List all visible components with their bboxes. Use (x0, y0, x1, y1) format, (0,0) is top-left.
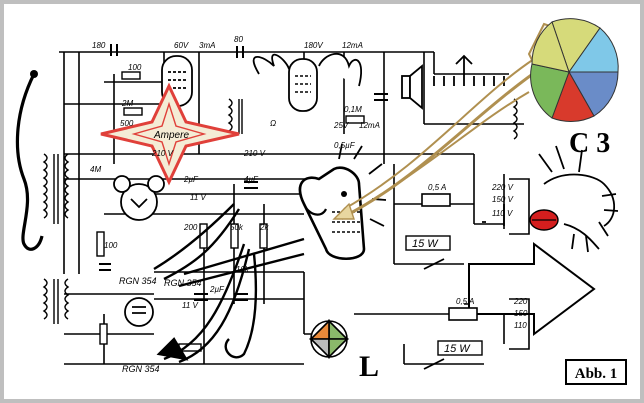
power-label-frame-0 (405, 235, 451, 251)
schematic.component_labels-7: 2M (121, 99, 133, 108)
capacitor-group (99, 44, 388, 301)
schematic.power_labels-1: 15 W (444, 343, 471, 355)
speaker-symbol (401, 64, 423, 110)
big-right-arrow (468, 242, 596, 336)
schematic.component_labels-1: 60V (174, 41, 189, 50)
schematic.component_labels-10: 210 V (151, 149, 174, 158)
schematic.component_labels-9: 4M (90, 165, 101, 174)
voltage-taps (509, 178, 530, 350)
schematic.component_labels-31: 220 (513, 297, 528, 306)
schematic.component_labels-3: 80 (234, 35, 243, 44)
circuit-schematic: Ampere (15, 18, 619, 383)
schematic.component_labels-23: 10k (236, 265, 250, 274)
schematic.component_labels-22: 2k (259, 223, 269, 232)
schematic.component_labels-5: 12mA (342, 41, 363, 50)
schematic.component_labels-29: 110 V (492, 209, 513, 218)
component-labels: 180 60V 3mA 80 180V 12mA 100 2M 500 4M 210 V 210 V 0… (90, 35, 528, 330)
schematic.component_labels-17: 2µF (183, 175, 199, 184)
scribble-heads (153, 203, 305, 364)
transformer-coils (42, 98, 518, 324)
star-caption: Ampere (153, 130, 189, 141)
schematic.component_labels-2: 3mA (199, 41, 215, 50)
horn-end-spout (332, 202, 355, 220)
indicator-lamp (309, 319, 349, 359)
power-labels: 15 W 15 W (405, 235, 483, 356)
input-cable (15, 73, 44, 251)
schematic.component_labels-18: 100 (104, 241, 118, 250)
annotation-c3: C 3 (569, 128, 610, 159)
cable-plug-top (30, 70, 38, 78)
schematic.component_labels-19: 11 V (190, 193, 207, 202)
schematic.component_labels-8: 500 (120, 119, 134, 128)
schematic.component_labels-14: 12mA (359, 121, 380, 130)
hand-drawing (538, 145, 619, 253)
color-pie-wheel (530, 18, 619, 122)
schematic.component_labels-20: 200 (183, 223, 198, 232)
tube-character-head (298, 143, 387, 261)
schematic.component_labels-30: 0,5 A (456, 297, 474, 306)
schematic.component_labels-33: 110 (514, 321, 527, 330)
switch-symbols (423, 204, 505, 370)
tube-bottom-left (124, 297, 154, 327)
ampere-star: Ampere (100, 82, 240, 186)
schematic.component_labels-27: 220 V (491, 183, 514, 192)
schematic.component_labels-24: 2µF (209, 285, 225, 294)
figure-label: Abb. 1 (565, 359, 627, 385)
annotation-l: L (359, 350, 379, 383)
schematic.component_labels-26: 0,5 A (428, 183, 446, 192)
schematic.tags-1: RGN 354 (164, 278, 202, 288)
schematic.component_labels-13: 25V (333, 121, 349, 130)
schematic.component_labels-28: 150 V (492, 195, 514, 204)
schematic.component_labels-32: 150 (514, 309, 528, 318)
schematic.component_labels-4: 180V (304, 41, 323, 50)
schematic.component_labels-25: 11 V (182, 301, 199, 310)
schematic.component_labels-21: 50k (230, 223, 244, 232)
schematic.component_labels-0: 180 (92, 41, 106, 50)
resistor-group (96, 71, 365, 352)
schematic.component_labels-16: 4µF (244, 175, 259, 184)
fuse-boxes (421, 193, 478, 321)
tube-left-eyes (113, 175, 165, 221)
schematic.tags-2: RGN 354 (122, 364, 160, 374)
schematic.power_labels-0: 15 W (412, 238, 439, 250)
power-label-frame-1 (437, 340, 483, 356)
antenna-arrow (433, 54, 505, 86)
schematic.component_labels-12: 0,1M (344, 105, 362, 114)
schematic.component_labels-6: 100 (128, 63, 142, 72)
tube-top-middle-winged (252, 53, 362, 112)
schematic.component_labels-11: 210 V (243, 149, 266, 158)
schematic.component_labels-34: Ω (270, 119, 276, 128)
schematic.component_labels-15: 0,5µF (334, 141, 356, 150)
mouth-icon (529, 209, 559, 231)
schematic.tags-0: RGN 354 (119, 276, 157, 286)
